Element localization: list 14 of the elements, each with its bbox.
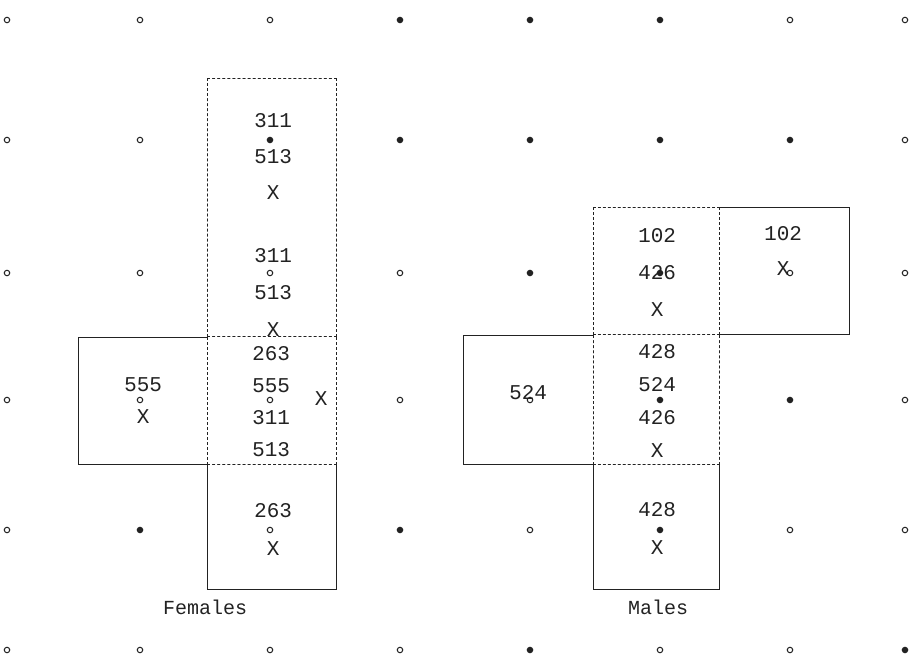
- number-stack: X: [314, 388, 328, 414]
- number-stack: 428 X: [637, 499, 677, 563]
- group-label: Males: [628, 598, 688, 621]
- number-stack: 311 513 X: [253, 245, 293, 345]
- number-stack: 311 513 X: [253, 110, 293, 208]
- number-stack: 555 X: [123, 374, 163, 432]
- number-stack: 428 524 426 X: [637, 341, 677, 466]
- dashed-square: [593, 207, 720, 335]
- dashed-square: [207, 78, 337, 337]
- number-stack: 524: [508, 382, 548, 408]
- number-stack: 102 X: [763, 223, 803, 284]
- number-stack: 263 X: [253, 500, 293, 564]
- group-label: Females: [163, 598, 247, 621]
- number-stack: 263 555 311 513: [251, 343, 291, 465]
